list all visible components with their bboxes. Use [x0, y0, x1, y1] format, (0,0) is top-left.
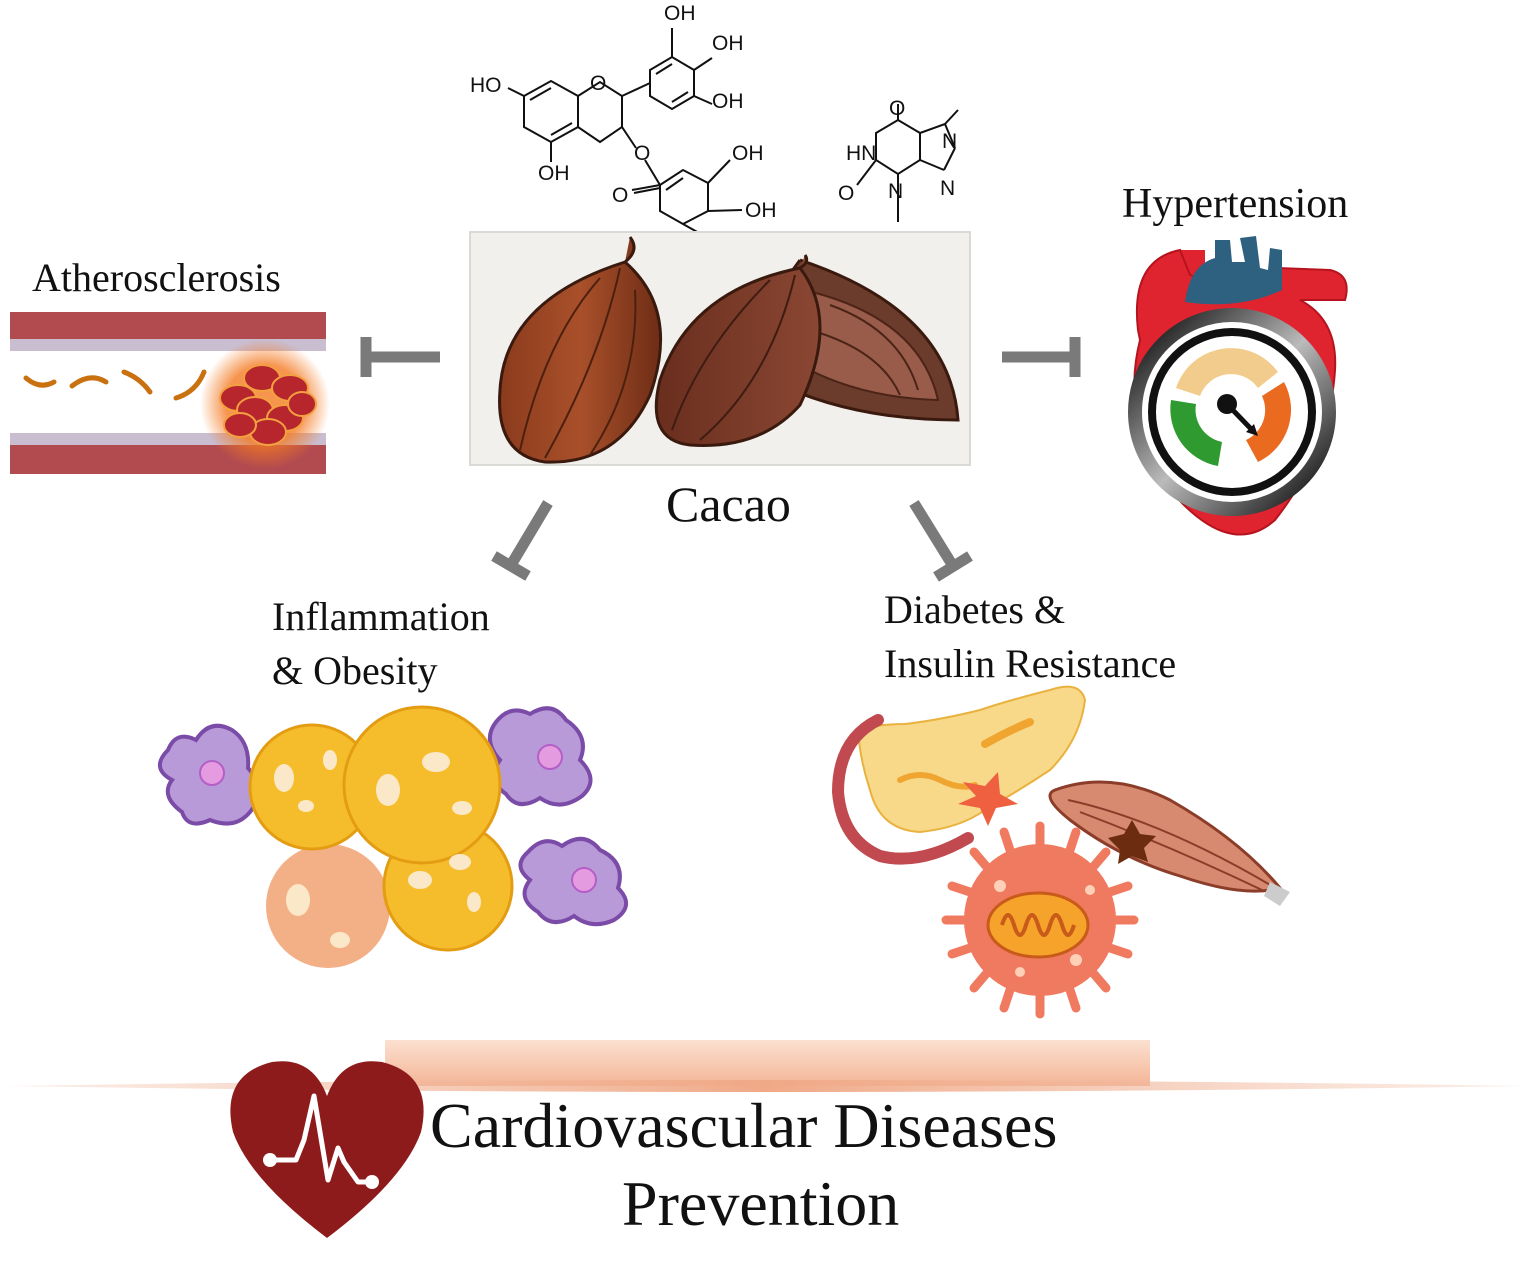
atom-label: O: [838, 182, 854, 205]
footer-banner: [5, 1040, 1525, 1092]
cacao-label: Cacao: [666, 476, 791, 532]
cacao-pod-open: [654, 254, 960, 447]
theobromine-atom-labels: O HN N N N O: [838, 97, 957, 205]
adipocyte: [342, 705, 502, 865]
artery-illustration: [10, 312, 330, 474]
theobromine-molecule: [856, 104, 959, 222]
atom-label: HO: [470, 74, 502, 97]
atom-label: OH: [745, 199, 777, 222]
atom-label: O: [612, 184, 628, 207]
pancreas-muscle-mitochondria-illustration: [831, 685, 1290, 1019]
mitochondria-cell: [941, 821, 1139, 1019]
heart-pulse-icon: [230, 1061, 424, 1238]
atom-label: N: [940, 177, 955, 200]
hypertension-label: Hypertension: [1122, 181, 1349, 227]
atom-label: OH: [664, 2, 696, 25]
atom-label: OH: [538, 162, 570, 185]
atom-label: O: [590, 72, 606, 95]
diabetes-label-line1: Diabetes &: [884, 587, 1066, 632]
adipocytes-macrophages-illustration: [158, 705, 628, 968]
inhibit-arrow-inflammation: [491, 500, 553, 581]
footer-title-line2: Prevention: [622, 1168, 900, 1239]
atherosclerosis-label: Atherosclerosis: [32, 255, 281, 300]
inhibit-arrow-atherosclerosis: [360, 337, 440, 377]
inhibit-arrow-diabetes: [909, 500, 973, 582]
atom-label: OH: [712, 90, 744, 113]
heart-gauge-illustration: [1128, 236, 1348, 536]
inhibit-arrow-hypertension: [1002, 337, 1081, 377]
atom-label: O: [634, 142, 650, 165]
atom-label: HN: [846, 142, 876, 165]
cacao-pods-illustration: [469, 231, 971, 466]
atom-label: N: [888, 180, 903, 203]
atom-label: O: [889, 97, 905, 120]
atom-label: OH: [732, 142, 764, 165]
diabetes-label-line2: Insulin Resistance: [884, 641, 1177, 686]
plaque-cells: [219, 364, 317, 446]
footer-title-line1: Cardiovascular Diseases: [430, 1090, 1058, 1161]
adipocyte: [266, 844, 390, 968]
atom-label: N: [942, 130, 957, 153]
egcg-atom-labels: OH OH OH HO O O OH OH O OH OH: [470, 2, 777, 262]
inflammation-label-line2: & Obesity: [272, 648, 438, 693]
atom-label: OH: [712, 32, 744, 55]
cacao-pod-left: [498, 236, 663, 464]
inflammation-label-line1: Inflammation: [272, 594, 490, 639]
